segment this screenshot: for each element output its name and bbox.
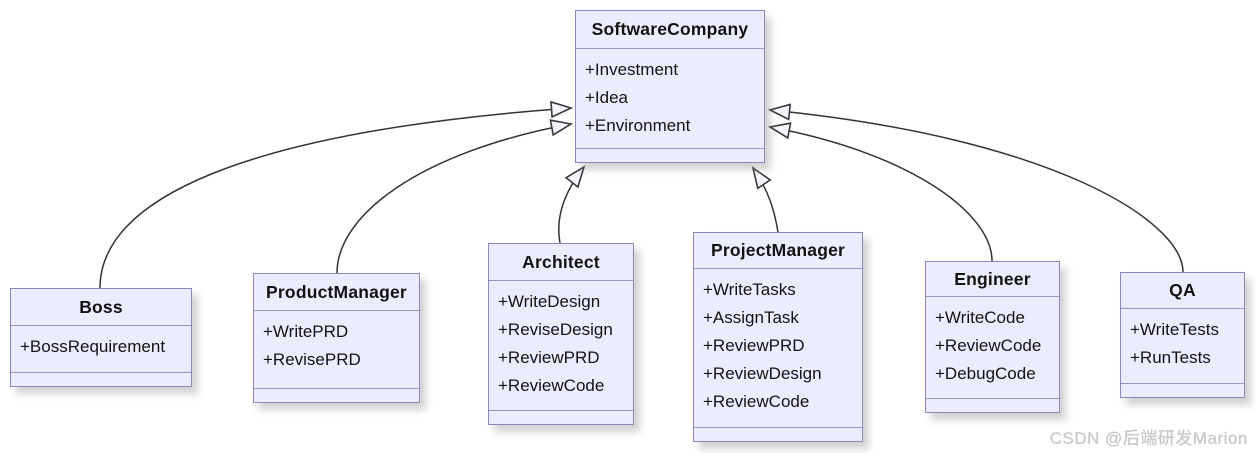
class-box-qa: QA +WriteTests +RunTests (1120, 272, 1245, 398)
class-title: SoftwareCompany (576, 11, 764, 49)
class-attribute: +ReviewCode (498, 376, 605, 395)
class-box-engineer: Engineer +WriteCode +ReviewCode +DebugCode (925, 261, 1060, 413)
class-methods-empty (1121, 384, 1244, 397)
class-attribute: +Investment (585, 60, 679, 79)
class-attribute: +ReviewPRD (703, 336, 805, 355)
class-methods-empty (254, 389, 419, 402)
class-methods-empty (694, 428, 862, 441)
class-attribute: +ReviewCode (703, 392, 810, 411)
class-attribute: +ReviewPRD (498, 348, 600, 367)
class-box-softwarecompany: SoftwareCompany +Investment +Idea +Environm… (575, 10, 765, 163)
class-methods-empty (11, 373, 191, 386)
class-box-boss: Boss +BossRequirement (10, 288, 192, 387)
watermark: CSDN @后端研发Marion (1049, 429, 1248, 448)
class-title: QA (1121, 273, 1244, 309)
class-attribute: +RevisePRD (263, 350, 361, 369)
inheritance-arrow-boss-to-softwarecompany (99, 100, 574, 289)
class-title: Architect (489, 244, 633, 281)
class-attributes: +WriteCode +ReviewCode +DebugCode (926, 297, 1059, 399)
class-title: Boss (11, 289, 191, 326)
class-attribute: +WriteTests (1130, 320, 1219, 339)
class-attribute: +DebugCode (935, 364, 1036, 383)
inheritance-arrow-architect-to-softwarecompany (558, 165, 586, 244)
class-attribute: +ReviewDesign (703, 364, 822, 383)
class-attribute: +WritePRD (263, 322, 349, 341)
class-methods-empty (926, 399, 1059, 412)
inheritance-arrow-engineer-to-softwarecompany (767, 122, 993, 262)
class-title: ProductManager (254, 274, 419, 311)
class-attributes: +WriteTasks +AssignTask +ReviewPRD +ReviewD… (694, 269, 862, 428)
class-methods-empty (489, 411, 633, 424)
class-attributes: +WritePRD +RevisePRD (254, 311, 419, 389)
class-attribute: +RunTests (1130, 348, 1211, 367)
class-attributes: +WriteTests +RunTests (1121, 309, 1244, 384)
class-attribute: +Environment (585, 116, 691, 135)
class-title: Engineer (926, 262, 1059, 297)
class-attribute: +WriteCode (935, 308, 1025, 327)
inheritance-arrow-projectmanager-to-softwarecompany (751, 166, 779, 233)
class-attributes: +BossRequirement (11, 326, 191, 373)
class-box-projectmanager: ProjectManager +WriteTasks +AssignTask +Rev… (693, 232, 863, 442)
class-attribute: +AssignTask (703, 308, 799, 327)
class-methods-empty (576, 149, 764, 162)
class-attribute: +WriteTasks (703, 280, 796, 299)
class-box-productmanager: ProductManager +WritePRD +RevisePRD (253, 273, 420, 403)
class-attribute: +Idea (585, 88, 629, 107)
class-attribute: +ReviseDesign (498, 320, 613, 339)
class-attribute: +BossRequirement (20, 337, 166, 356)
class-attributes: +WriteDesign +ReviseDesign +ReviewPRD +Revi… (489, 281, 633, 411)
inheritance-arrow-qa-to-softwarecompany (767, 103, 1184, 273)
class-attributes: +Investment +Idea +Environment (576, 49, 764, 149)
class-box-architect: Architect +WriteDesign +ReviseDesign +Revie… (488, 243, 634, 425)
class-attribute: +WriteDesign (498, 292, 601, 311)
class-attribute: +ReviewCode (935, 336, 1042, 355)
inheritance-arrow-productmanager-to-softwarecompany (336, 119, 574, 274)
class-title: ProjectManager (694, 233, 862, 269)
